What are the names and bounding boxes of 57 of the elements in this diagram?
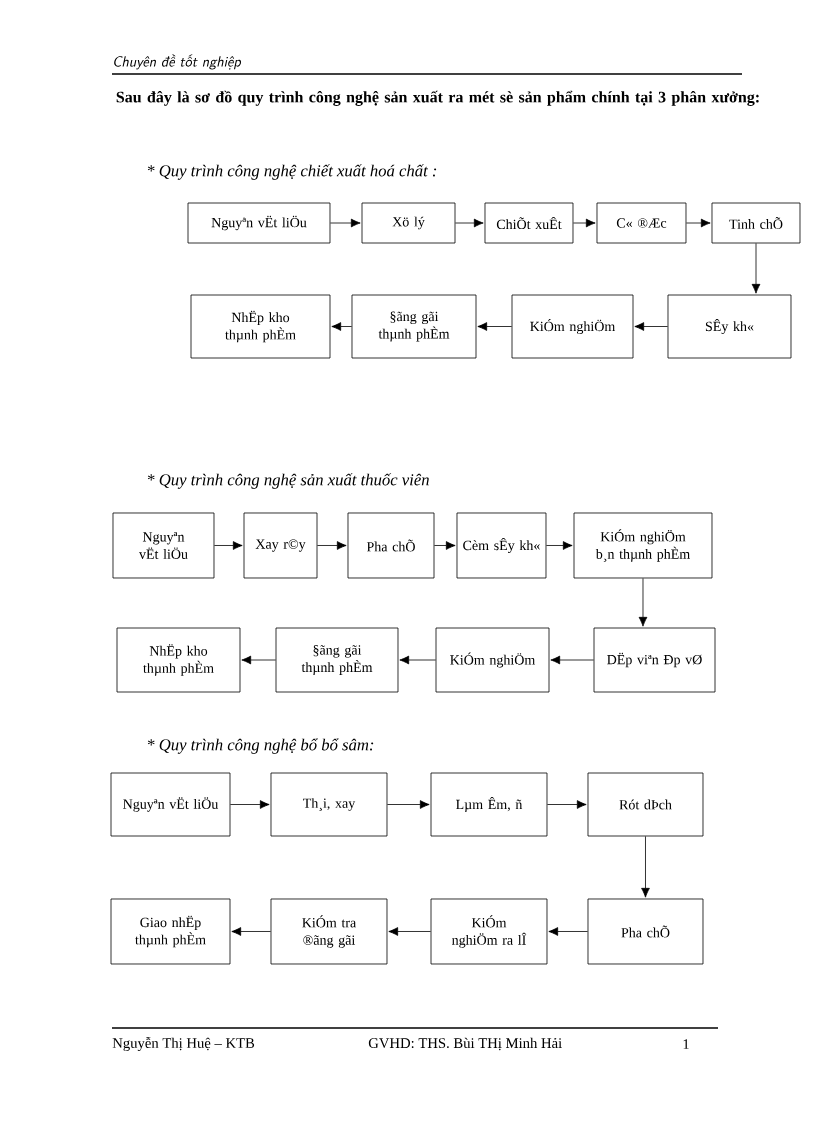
arrow [230,800,270,809]
process-box: Pha chÕ [347,512,435,579]
process-box: §ãng gãi thµnh phÈm [275,627,399,693]
process-box: Tinh chÕ [711,202,801,244]
arrow [241,655,276,665]
process-box: SÊy kh« [667,294,792,359]
arrow [231,927,271,936]
arrow [550,655,594,665]
arrow [634,322,668,331]
process-box: KiÓm tra ®ãng gãi [270,898,388,965]
process-box: C« ®Æc [596,202,687,244]
arrow [751,243,761,294]
process-box: Xö lý [361,202,456,244]
arrow [546,541,573,550]
footer-text: Nguyễn Thị Huệ – KTB [112,1037,255,1051]
section-heading: * Quy trình công nghệ chiết xuất hoá chất : [147,164,437,180]
section-heading: * Quy trình công nghệ sản xuất thuốc viên [147,473,429,489]
process-box: KiÓm nghiÖm [435,627,550,693]
section-heading: * Quy trình công nghệ bổ bổ sâm: [147,738,374,754]
process-box: §ãng gãi thµnh phÈm [351,294,477,359]
title: Sau đây là sơ đồ quy trình công nghệ sản xuất ra mét sè sản phẩm chính tại 3 phân xưởng: [116,90,759,106]
page-number: 1 [683,1039,689,1049]
process-box: Rót dÞch [587,772,704,837]
arrow [387,800,430,809]
arrow [331,322,352,331]
process-box: Nguyªn vËt liÖu [110,772,231,837]
header-text: Chuyên đề tốt nghiệp [114,54,242,70]
process-box: NhËp kho thµnh phÈm [190,294,331,359]
arrow [477,322,512,331]
process-box: KiÓm nghiÖm ra lÎ [430,898,548,965]
process-box: Nguyªn vËt liÖu [187,202,331,244]
arrow [686,218,711,228]
process-box: KiÓm nghiÖm b¸n thµnh phÈm [573,512,713,579]
arrow [317,541,347,550]
process-box: NhËp kho thµnh phÈm [116,627,241,693]
process-box: Lµm Êm, ñ [430,772,548,837]
arrow [434,541,456,550]
process-box: Th¸i, xay [270,772,388,837]
arrow [214,541,243,550]
process-box: Cèm sÊy kh« [456,512,547,579]
arrow [547,800,587,809]
process-box: Nguyªn vËt liÖu [112,512,215,579]
process-box: DËp viªn Ðp vØ [593,627,716,693]
process-box: ChiÕt xuÊt [484,202,574,244]
arrow [388,927,431,936]
process-box: Pha chÕ [587,898,704,965]
arrow [399,655,436,665]
process-box: Xay r©y [243,512,318,579]
arrow [455,218,484,228]
process-box: Giao nhËp thµnh phÈm [110,898,231,965]
process-box: KiÓm nghiÖm [511,294,634,359]
arrow [638,578,648,627]
arrow [548,927,588,936]
footer-text: GVHD: THS. Bùi THị Minh Hải [368,1037,562,1051]
arrow [573,218,596,228]
arrow [330,218,361,228]
arrow [641,836,650,898]
